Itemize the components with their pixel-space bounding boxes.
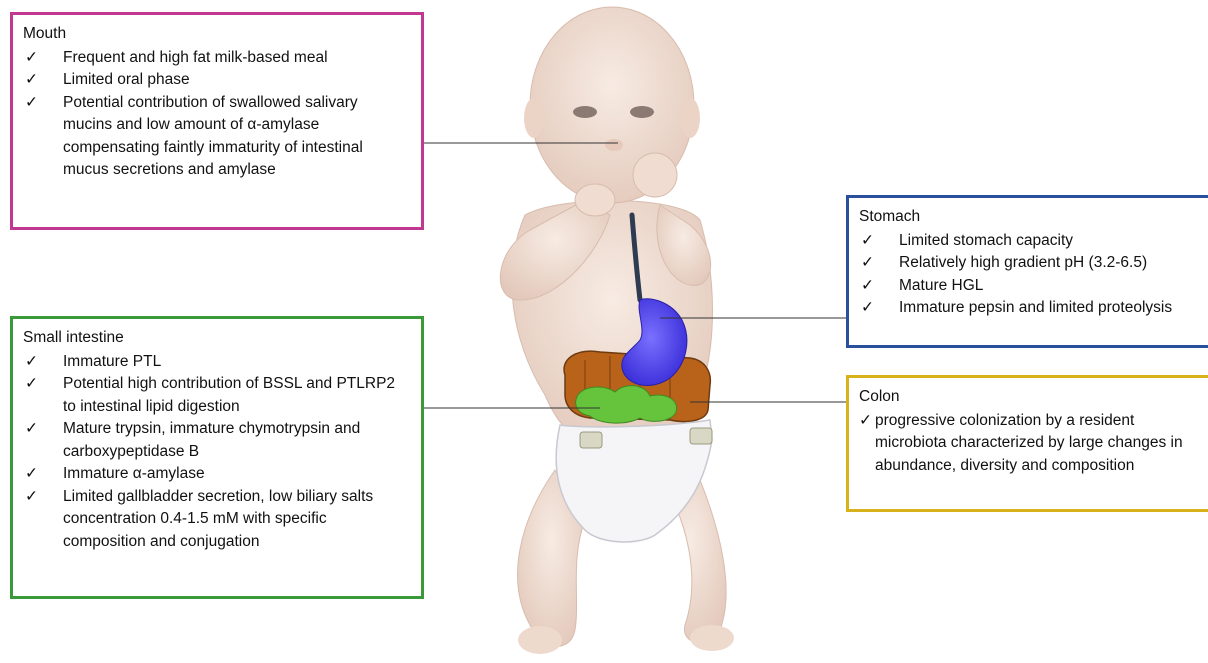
stomach-title: Stomach: [859, 206, 1205, 229]
list-item: ✓ Limited stomach capacity: [859, 230, 1205, 253]
check-icon: ✓: [25, 418, 38, 441]
list-item: ✓ Relatively high gradient pH (3.2-6.5): [859, 252, 1205, 275]
list-item: ✓ Mature trypsin, immature chymotrypsin a…: [23, 418, 411, 463]
stomach-box: Stomach ✓ Limited stomach capacity ✓ Relat…: [846, 195, 1208, 348]
check-icon: ✓: [25, 373, 38, 396]
list-item: ✓ Limited oral phase: [23, 69, 411, 92]
small-intestine-box: Small intestine ✓ Immature PTL ✓ Potential…: [10, 316, 424, 599]
list-item: ✓ Potential high contribution of BSSL and…: [23, 373, 411, 418]
list-item-text: Potential high contribution of BSSL and …: [63, 375, 395, 415]
mouth-title: Mouth: [23, 23, 411, 46]
list-item-text: Limited gallbladder secretion, low bilia…: [63, 488, 373, 550]
list-item-text: Immature pepsin and limited proteolysis: [899, 299, 1172, 316]
list-item-text: Mature trypsin, immature chymotrypsin an…: [63, 420, 360, 460]
right-foot: [690, 625, 734, 651]
stomach-list: ✓ Limited stomach capacity ✓ Relatively hi…: [859, 230, 1205, 320]
check-icon: ✓: [859, 410, 872, 433]
list-item-text: Limited oral phase: [63, 71, 190, 88]
list-item-text: Mature HGL: [899, 277, 983, 294]
small-intestine-title: Small intestine: [23, 327, 411, 350]
check-icon: ✓: [861, 230, 874, 253]
check-icon: ✓: [25, 47, 38, 70]
diaper-tab-right: [690, 428, 712, 444]
check-icon: ✓: [25, 92, 38, 115]
list-item: ✓ Immature PTL: [23, 351, 411, 374]
list-item: ✓progressive colonization by a resident …: [859, 410, 1205, 478]
list-item-text: Immature α-amylase: [63, 465, 205, 482]
right-eye: [630, 106, 654, 118]
nose: [605, 139, 623, 151]
list-item: ✓ Limited gallbladder secretion, low bili…: [23, 486, 411, 554]
check-icon: ✓: [861, 275, 874, 298]
mouth-list: ✓ Frequent and high fat milk-based meal ✓…: [23, 47, 411, 182]
list-item-text: Frequent and high fat milk-based meal: [63, 49, 328, 66]
list-item: ✓ Mature HGL: [859, 275, 1205, 298]
check-icon: ✓: [25, 351, 38, 374]
check-icon: ✓: [861, 297, 874, 320]
right-hand: [633, 153, 677, 197]
check-icon: ✓: [25, 463, 38, 486]
list-item-text: Limited stomach capacity: [899, 232, 1073, 249]
list-item: ✓ Immature pepsin and limited proteolysis: [859, 297, 1205, 320]
list-item-text: progressive colonization by a resident m…: [875, 412, 1183, 474]
left-eye: [573, 106, 597, 118]
check-icon: ✓: [25, 486, 38, 509]
colon-box: Colon ✓progressive colonization by a res…: [846, 375, 1208, 512]
right-ear: [680, 98, 700, 138]
list-item-text: Potential contribution of swallowed sali…: [63, 94, 363, 179]
list-item: ✓ Potential contribution of swallowed sal…: [23, 92, 411, 182]
list-item: ✓ Frequent and high fat milk-based meal: [23, 47, 411, 70]
left-foot: [518, 626, 562, 654]
mouth-box: Mouth ✓ Frequent and high fat milk-based …: [10, 12, 424, 230]
check-icon: ✓: [25, 69, 38, 92]
colon-list: ✓progressive colonization by a resident …: [859, 410, 1205, 478]
list-item-text: Relatively high gradient pH (3.2-6.5): [899, 254, 1147, 271]
left-hand: [575, 184, 615, 216]
small-intestine-list: ✓ Immature PTL ✓ Potential high contributi…: [23, 351, 411, 554]
colon-title: Colon: [859, 386, 1205, 409]
list-item: ✓ Immature α-amylase: [23, 463, 411, 486]
left-ear: [524, 98, 544, 138]
diaper-tab-left: [580, 432, 602, 448]
list-item-text: Immature PTL: [63, 353, 161, 370]
check-icon: ✓: [861, 252, 874, 275]
